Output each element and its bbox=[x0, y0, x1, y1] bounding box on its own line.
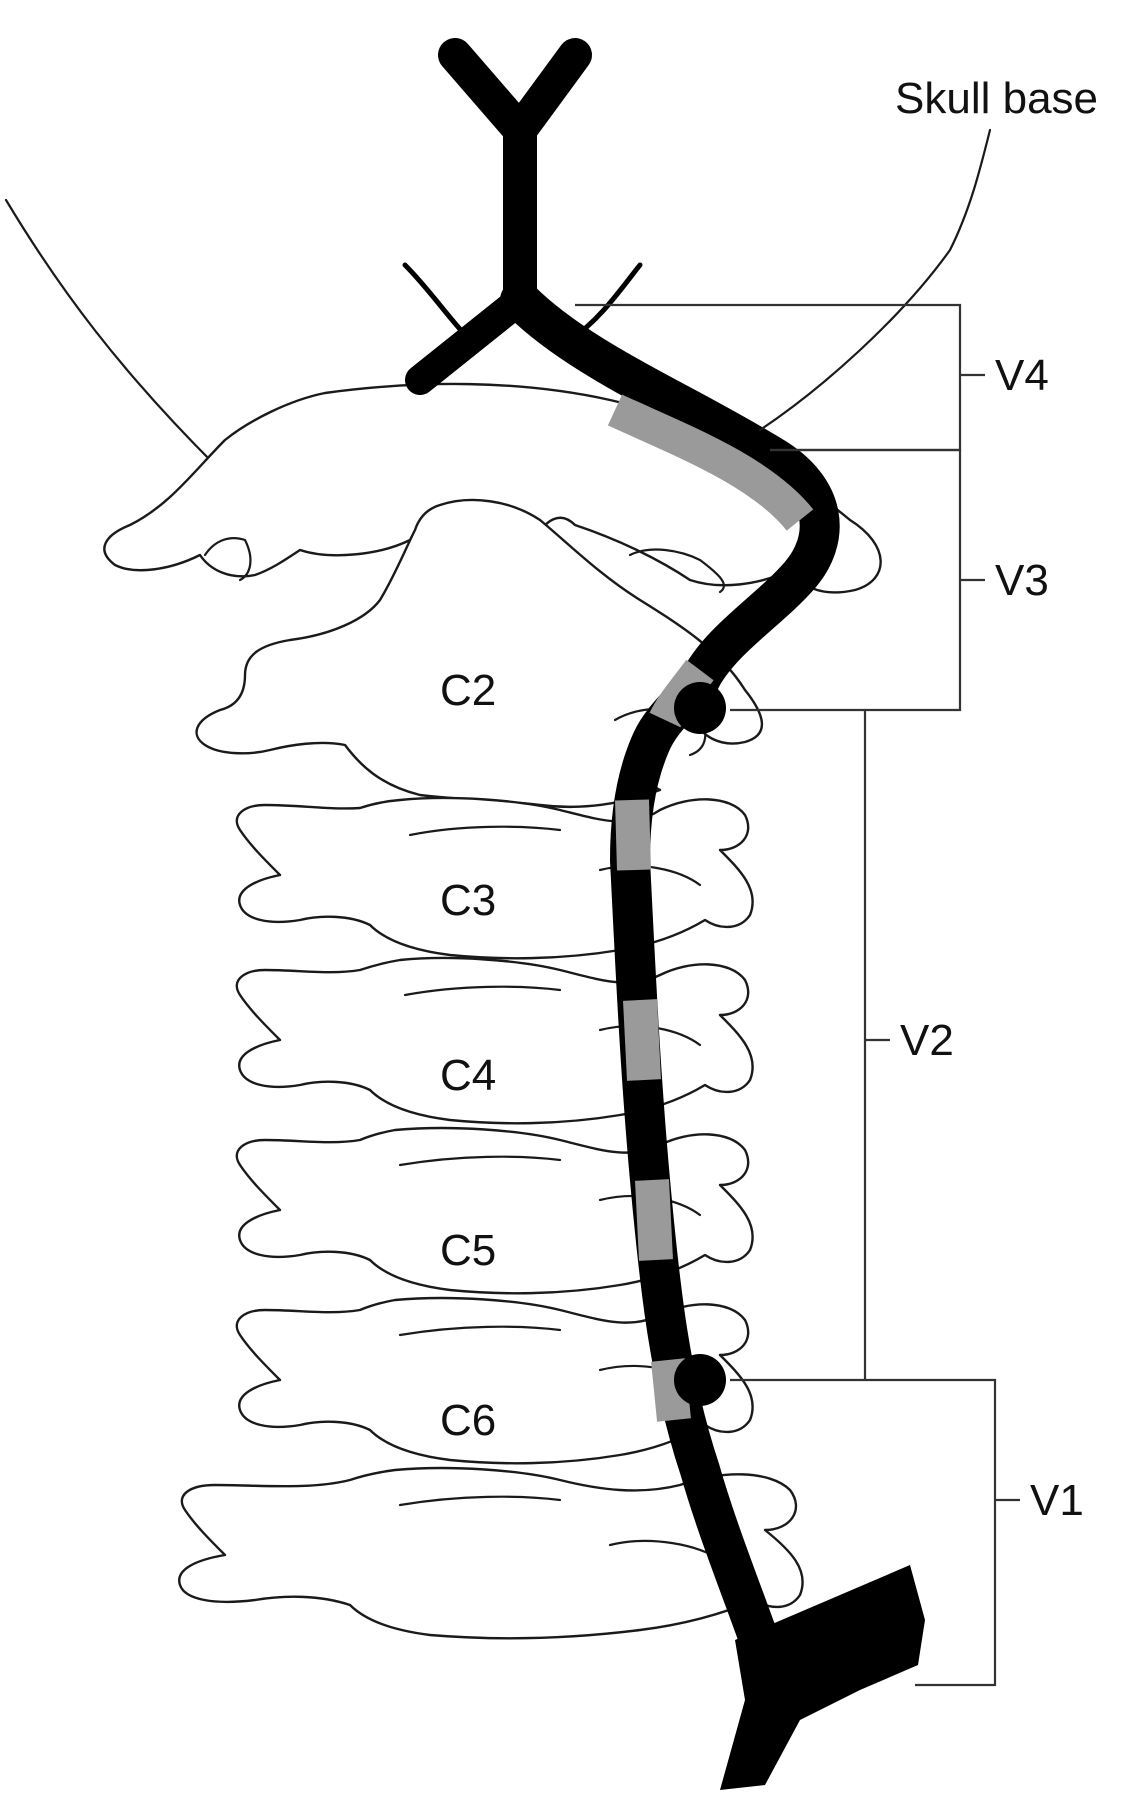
c7-disc-line bbox=[398, 1495, 562, 1507]
c4-label: C4 bbox=[440, 1051, 496, 1100]
foramen-segment-c4 bbox=[623, 999, 661, 1081]
skull-contour bbox=[4, 198, 217, 467]
c3-disc-line bbox=[408, 825, 562, 837]
v4-label: V4 bbox=[995, 351, 1049, 400]
basilar-artery bbox=[438, 38, 537, 317]
c6-disc-line bbox=[398, 1325, 562, 1337]
v3-label: V3 bbox=[995, 556, 1049, 605]
subclavian-artery bbox=[720, 1565, 925, 1790]
foramen-segment-v3 bbox=[607, 394, 814, 532]
vertebra-c5 bbox=[235, 1126, 754, 1295]
v1-bracket bbox=[730, 1378, 997, 1687]
cerebellar-branch-left bbox=[402, 262, 473, 343]
atlas-foramen-left bbox=[203, 537, 252, 582]
v1-label: V1 bbox=[1030, 1476, 1084, 1525]
c3-label: C3 bbox=[440, 876, 496, 925]
c5-disc-line bbox=[398, 1155, 562, 1167]
c2-foramen-exit-node bbox=[674, 682, 726, 734]
vertebral-artery bbox=[500, 280, 840, 1705]
foramen-segment-c5 bbox=[635, 1179, 673, 1261]
posterior-cerebral-artery-right bbox=[503, 38, 592, 147]
c6-label: C6 bbox=[440, 1396, 496, 1445]
c5-label: C5 bbox=[440, 1226, 496, 1275]
skull-base-leader bbox=[758, 128, 992, 432]
atlas-foramen-right bbox=[628, 548, 725, 594]
foramen-segment-c6 bbox=[651, 1358, 691, 1422]
c2-label: C2 bbox=[440, 666, 496, 715]
v2-label: V2 bbox=[900, 1016, 954, 1065]
c4-disc-line bbox=[403, 985, 562, 997]
c6-foramen-entry-node bbox=[674, 1354, 726, 1406]
foramen-segment-c3 bbox=[615, 799, 651, 871]
skull-base-label: Skull base bbox=[895, 74, 1098, 123]
